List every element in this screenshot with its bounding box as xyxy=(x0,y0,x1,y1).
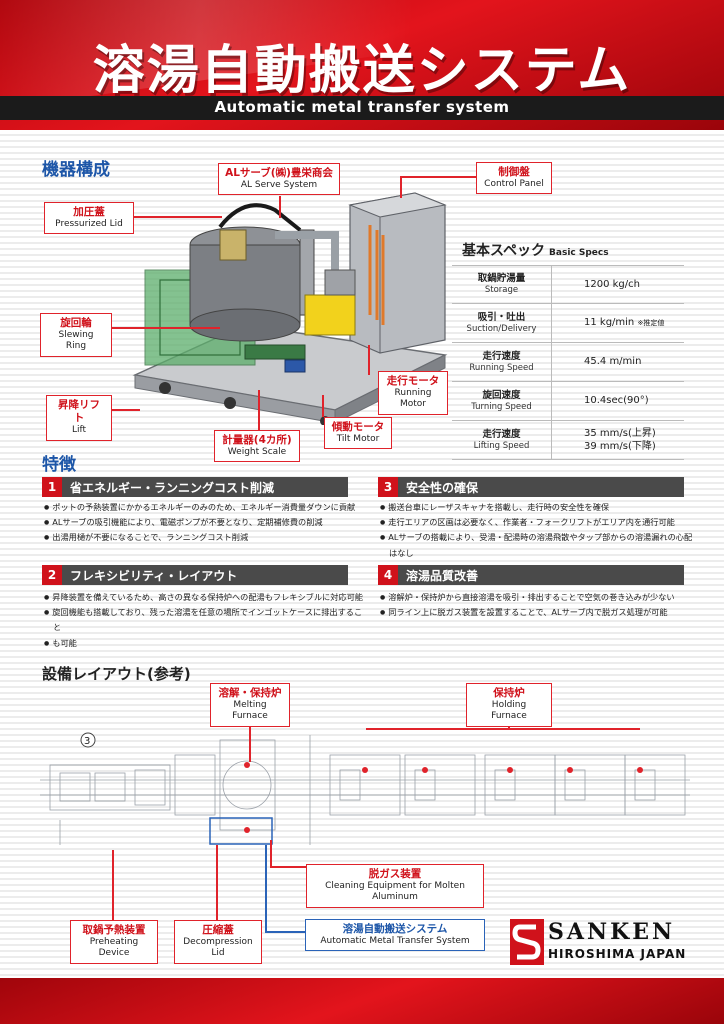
feature-1-bullets: ポットの予熱装置にかかるエネルギーのみのため、エネルギー消費量ダウンに貢献 AL… xyxy=(44,500,364,546)
layout-heading: 設備レイアウト(参考) xyxy=(42,665,191,683)
spec-value: 10.4sec(90°) xyxy=(584,395,649,407)
callout-tilt-motor: 傾動モータ Tilt Motor xyxy=(324,417,392,450)
spec-value: 35 mm/s(上昇)39 mm/s(下降) xyxy=(584,427,656,453)
list-item: ALサーブの搭載により、受湯・配湯時の溶湯飛散やタップ部からの溶湯漏れの心配はな… xyxy=(380,530,700,560)
callout-preheating: 取鍋予熱装置 Preheating Device xyxy=(70,920,158,964)
degas-leader-v xyxy=(270,840,272,866)
feature-3-bullets: 搬送台車にレーザスキャナを搭載し、走行時の安全性を確保 走行エリアの区画は必要な… xyxy=(380,500,700,561)
melting-leader xyxy=(249,712,251,762)
spec-value: 1200 kg/ch xyxy=(584,278,640,290)
footer-banner xyxy=(0,978,724,1024)
callout-melting-furnace: 溶解・保持炉 Melting Furnace xyxy=(210,683,290,727)
slewing-ring-leader xyxy=(110,327,220,329)
holding-leader-h xyxy=(366,728,640,730)
pressurized-lid-leader xyxy=(132,216,222,218)
feature-1-header: 1 省エネルギー・ランニングコスト削減 xyxy=(42,477,348,497)
callout-weight-scale: 計量器(4カ所) Weight Scale xyxy=(214,430,300,463)
al-serve-leader xyxy=(279,196,281,218)
callout-control-panel: 制御盤 Control Panel xyxy=(476,162,552,195)
transfer-leader-v xyxy=(265,845,267,931)
page-title: 溶湯自動搬送システム xyxy=(92,41,632,101)
list-item: 溶解炉・保持炉から直接溶湯を吸引・排出することで空気の巻き込みが少ない xyxy=(380,590,700,605)
feature-3-header: 3 安全性の確保 xyxy=(378,477,684,497)
control-panel-leader-v xyxy=(400,176,402,198)
brand-name: SANKEN xyxy=(548,919,676,945)
callout-al-serve: ALサーブ(㈱)豊栄商会 AL Serve System xyxy=(218,163,340,196)
spec-value: 45.4 m/min xyxy=(584,356,642,368)
list-item: も可能 xyxy=(44,636,364,651)
list-item: ALサーブの吸引機能により、電磁ポンプが不要となり、定期補修費の削減 xyxy=(44,515,364,530)
sanken-emblem-icon xyxy=(510,919,544,965)
callout-decompression-lid: 圧縮蓋 Decompression Lid xyxy=(174,920,262,964)
list-item: 旋回機能も搭載しており、残った溶湯を任意の場所でインゴットケースに排出すること xyxy=(44,605,364,635)
callout-transfer-system: 溶湯自動搬送システム Automatic Metal Transfer Syst… xyxy=(305,919,485,952)
callout-holding-furnace: 保持炉 Holding Furnace xyxy=(466,683,552,727)
callout-slewing-ring: 旋回輪 Slewing Ring xyxy=(40,313,112,357)
machine-illustration xyxy=(132,192,448,425)
weight-scale-leader xyxy=(258,390,260,430)
callout-running-motor: 走行モータ Running Motor xyxy=(378,371,448,415)
tilt-motor-leader xyxy=(322,395,324,417)
list-item: 同ライン上に脱ガス装置を設置することで、ALサーブ内で脱ガス処理が可能 xyxy=(380,605,700,620)
callout-degassing: 脱ガス装置 Cleaning Equipment for Molten Alum… xyxy=(306,864,484,908)
list-item: 出湯用樋が不要になることで、ランニングコスト削減 xyxy=(44,530,364,545)
degas-leader-h xyxy=(270,866,308,868)
drawing-number: 3 xyxy=(84,736,90,747)
callout-lift: 昇降リフト Lift xyxy=(46,395,112,441)
feature-4-header: 4 溶湯品質改善 xyxy=(378,565,684,585)
brand-sub: HIROSHIMA JAPAN xyxy=(548,947,687,961)
callout-pressurized-lid: 加圧蓋 Pressurized Lid xyxy=(44,202,134,235)
spec-value: 11 kg/min ※推定値 xyxy=(584,317,665,329)
header-banner: 溶湯自動搬送システム Automatic metal transfer syst… xyxy=(0,0,724,130)
page-subtitle: Automatic metal transfer system xyxy=(214,98,510,116)
subtitle-bar xyxy=(0,96,724,120)
sanken-logo: SANKEN HIROSHIMA JAPAN xyxy=(508,917,698,967)
list-item: 昇降装置を備えているため、高さの異なる保持炉への配湯もフレキシブルに対応可能 xyxy=(44,590,364,605)
feature-4-bullets: 溶解炉・保持炉から直接溶湯を吸引・排出することで空気の巻き込みが少ない 同ライン… xyxy=(380,590,700,620)
lift-leader xyxy=(110,409,140,411)
list-item: 搬送台車にレーザスキャナを搭載し、走行時の安全性を確保 xyxy=(380,500,700,515)
equipment-heading: 機器構成 xyxy=(42,160,110,180)
running-motor-leader xyxy=(368,345,370,375)
feature-2-bullets: 昇降装置を備えているため、高さの異なる保持炉への配湯もフレキシブルに対応可能 旋… xyxy=(44,590,364,651)
list-item: 走行エリアの区画は必要なく、作業者・フォークリフトがエリア内を通行可能 xyxy=(380,515,700,530)
list-item: ポットの予熱装置にかかるエネルギーのみのため、エネルギー消費量ダウンに貢献 xyxy=(44,500,364,515)
transfer-leader-h xyxy=(265,931,307,933)
layout-drawing: 3 xyxy=(40,732,690,845)
preheat-leader xyxy=(112,850,114,920)
feature-2-header: 2 フレキシビリティ・レイアウト xyxy=(42,565,348,585)
features-heading: 特徴 xyxy=(42,455,76,475)
control-panel-leader-h xyxy=(400,176,476,178)
decomp-leader xyxy=(216,845,218,920)
